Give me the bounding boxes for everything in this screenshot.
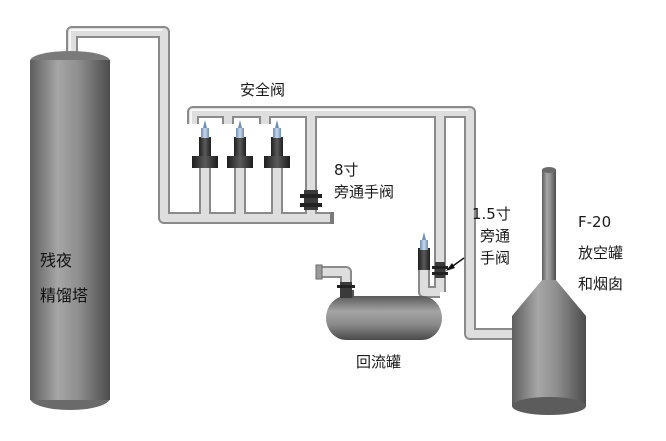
bypass-1-5in-label: 旁通 [480,227,511,245]
pipe-network [66,26,516,340]
bypass-8in-valve-label: 旁通手阀 [334,183,395,201]
safety-valve-3 [264,120,290,168]
tower-label-line2: 精馏塔 [40,286,89,305]
bypass-8in-size-label: 8寸 [334,161,359,179]
annotation-arrow [446,257,465,271]
reflux-tank-label: 回流罐 [356,353,402,371]
pipe-end-cap [330,212,334,224]
tower-label-line1: 残夜 [40,251,73,270]
reflux-safety-valve [418,232,430,270]
bypass-1-5in-size-label: 1.5寸 [472,205,511,223]
vent-tank-and-stack [512,167,586,415]
chimney-label: 和烟囱 [578,275,624,293]
safety-valve-1 [192,120,218,168]
bypass-hand-valve-8in [300,190,322,210]
nozzle-flange [315,264,323,280]
vent-tank-id-label: F-20 [578,213,612,231]
safety-valve-label: 安全阀 [240,81,286,99]
safety-valve-2 [227,120,253,168]
bypass-hand-valve-1-5in [432,262,448,278]
bypass-1-5in-valve-label: 手阀 [480,249,511,267]
vent-tank-label: 放空罐 [578,244,624,262]
reflux-outlet-valve [337,282,355,298]
rectification-tower [30,51,110,410]
